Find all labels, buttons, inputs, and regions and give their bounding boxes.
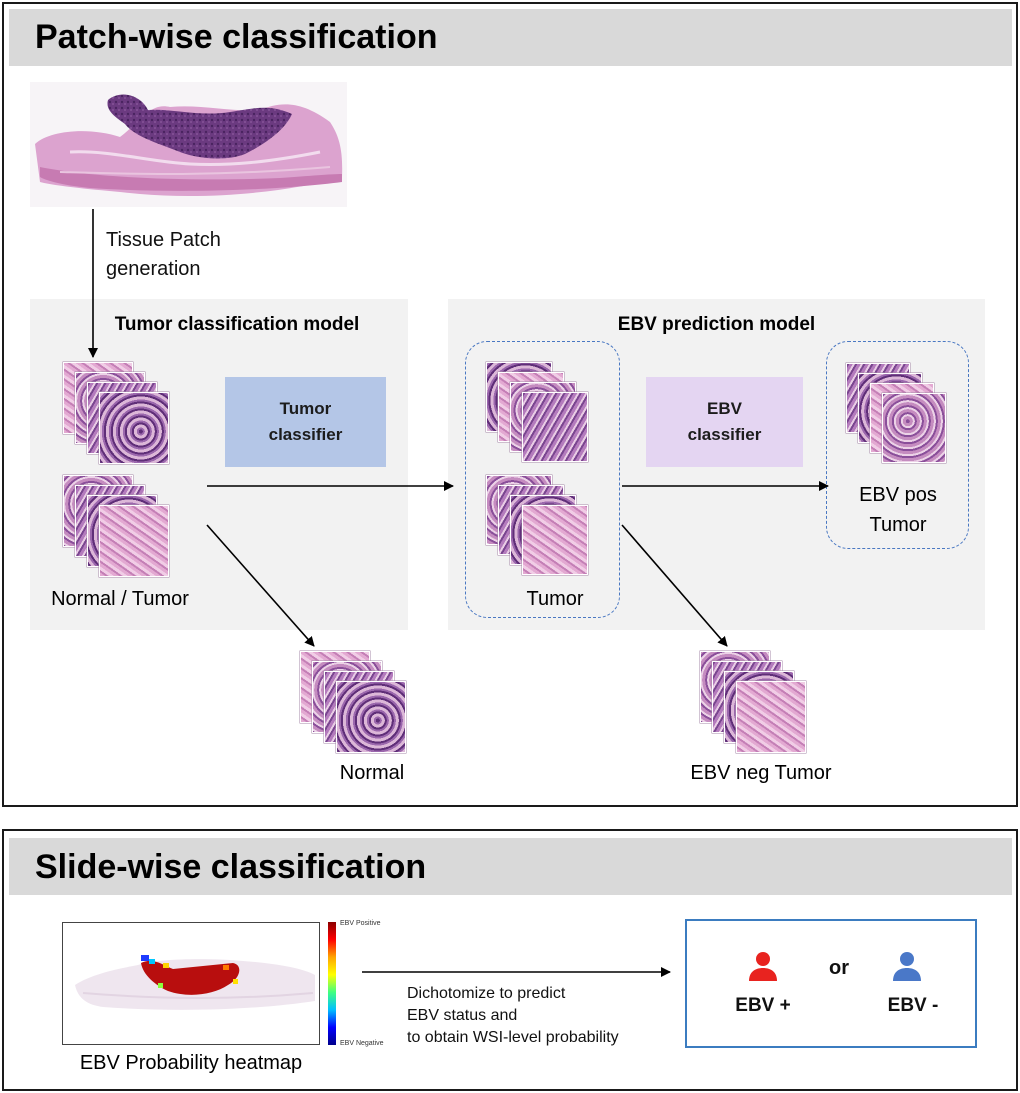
tumor-classifier-line2: classifier bbox=[268, 425, 343, 444]
ebv-positive-result: EBV + bbox=[735, 995, 791, 1016]
ebv-classifier-line2: classifier bbox=[687, 425, 762, 444]
ebv-neg-output-stack-tile bbox=[736, 681, 806, 753]
tumor-patch-stack-a-tile bbox=[99, 505, 169, 577]
heatmap-label: EBV Probability heatmap bbox=[79, 1052, 303, 1074]
tumor-patches-dashed-group bbox=[465, 341, 620, 618]
ebv-probability-heatmap-image bbox=[62, 922, 320, 1045]
tumor-model-title: Tumor classification model bbox=[114, 314, 360, 335]
tissue-patch-label: Tissue Patch generation bbox=[106, 226, 221, 284]
dichotomize-line2: EBV status and bbox=[407, 1007, 518, 1024]
ebv-pos-line2: Tumor bbox=[869, 514, 927, 536]
or-text: or bbox=[829, 957, 849, 979]
tumor-label: Tumor bbox=[526, 588, 584, 610]
normal-patch-stack-tile bbox=[99, 392, 169, 464]
colorbar-top-label: EBV Positive bbox=[340, 920, 381, 927]
tumor-patch-stack-c-tile bbox=[522, 505, 588, 575]
person-neg-icon bbox=[891, 950, 923, 982]
arrow-to-ebv-neg bbox=[621, 524, 728, 647]
colorbar-bottom-label: EBV Negative bbox=[340, 1040, 384, 1047]
patch-wise-header: Patch-wise classification bbox=[9, 9, 1012, 66]
dichotomize-line3: to obtain WSI-level probability bbox=[407, 1029, 619, 1046]
normal-output-stack-tile bbox=[336, 681, 406, 753]
person-pos-icon bbox=[747, 950, 779, 982]
slide-wise-title: Slide-wise classification bbox=[35, 848, 427, 886]
ebv-pos-tumor-label: EBV pos Tumor bbox=[840, 480, 956, 540]
ebv-classifier-line1: EBV bbox=[707, 399, 742, 418]
tumor-patch-stack-b-tile bbox=[522, 392, 588, 462]
ebv-classifier-block: EBV classifier bbox=[646, 377, 803, 467]
heatmap-colorbar bbox=[328, 922, 336, 1045]
ebv-pos-patch-stack-tile bbox=[882, 393, 946, 463]
slide-wise-header: Slide-wise classification bbox=[9, 838, 1012, 895]
normal-tumor-label: Normal / Tumor bbox=[51, 588, 189, 610]
tissue-patch-line1: Tissue Patch bbox=[106, 229, 221, 251]
patch-wise-title: Patch-wise classification bbox=[35, 18, 438, 56]
ebv-neg-tumor-label: EBV neg Tumor bbox=[690, 762, 832, 784]
ebv-negative-result: EBV - bbox=[887, 995, 939, 1016]
dichotomize-text: Dichotomize to predict EBV status and to… bbox=[407, 983, 619, 1049]
arrow-to-normal bbox=[206, 524, 315, 647]
result-box bbox=[685, 919, 977, 1048]
whole-slide-image bbox=[30, 82, 347, 207]
ebv-pos-line1: EBV pos bbox=[859, 484, 937, 506]
dichotomize-line1: Dichotomize to predict bbox=[407, 985, 566, 1002]
tumor-classifier-block: Tumor classifier bbox=[225, 377, 386, 467]
normal-output-label: Normal bbox=[339, 762, 405, 784]
tumor-classifier-line1: Tumor bbox=[279, 399, 332, 418]
ebv-pos-dashed-group bbox=[826, 341, 969, 549]
tissue-patch-line2: generation bbox=[106, 258, 201, 280]
ebv-model-title: EBV prediction model bbox=[617, 314, 816, 335]
